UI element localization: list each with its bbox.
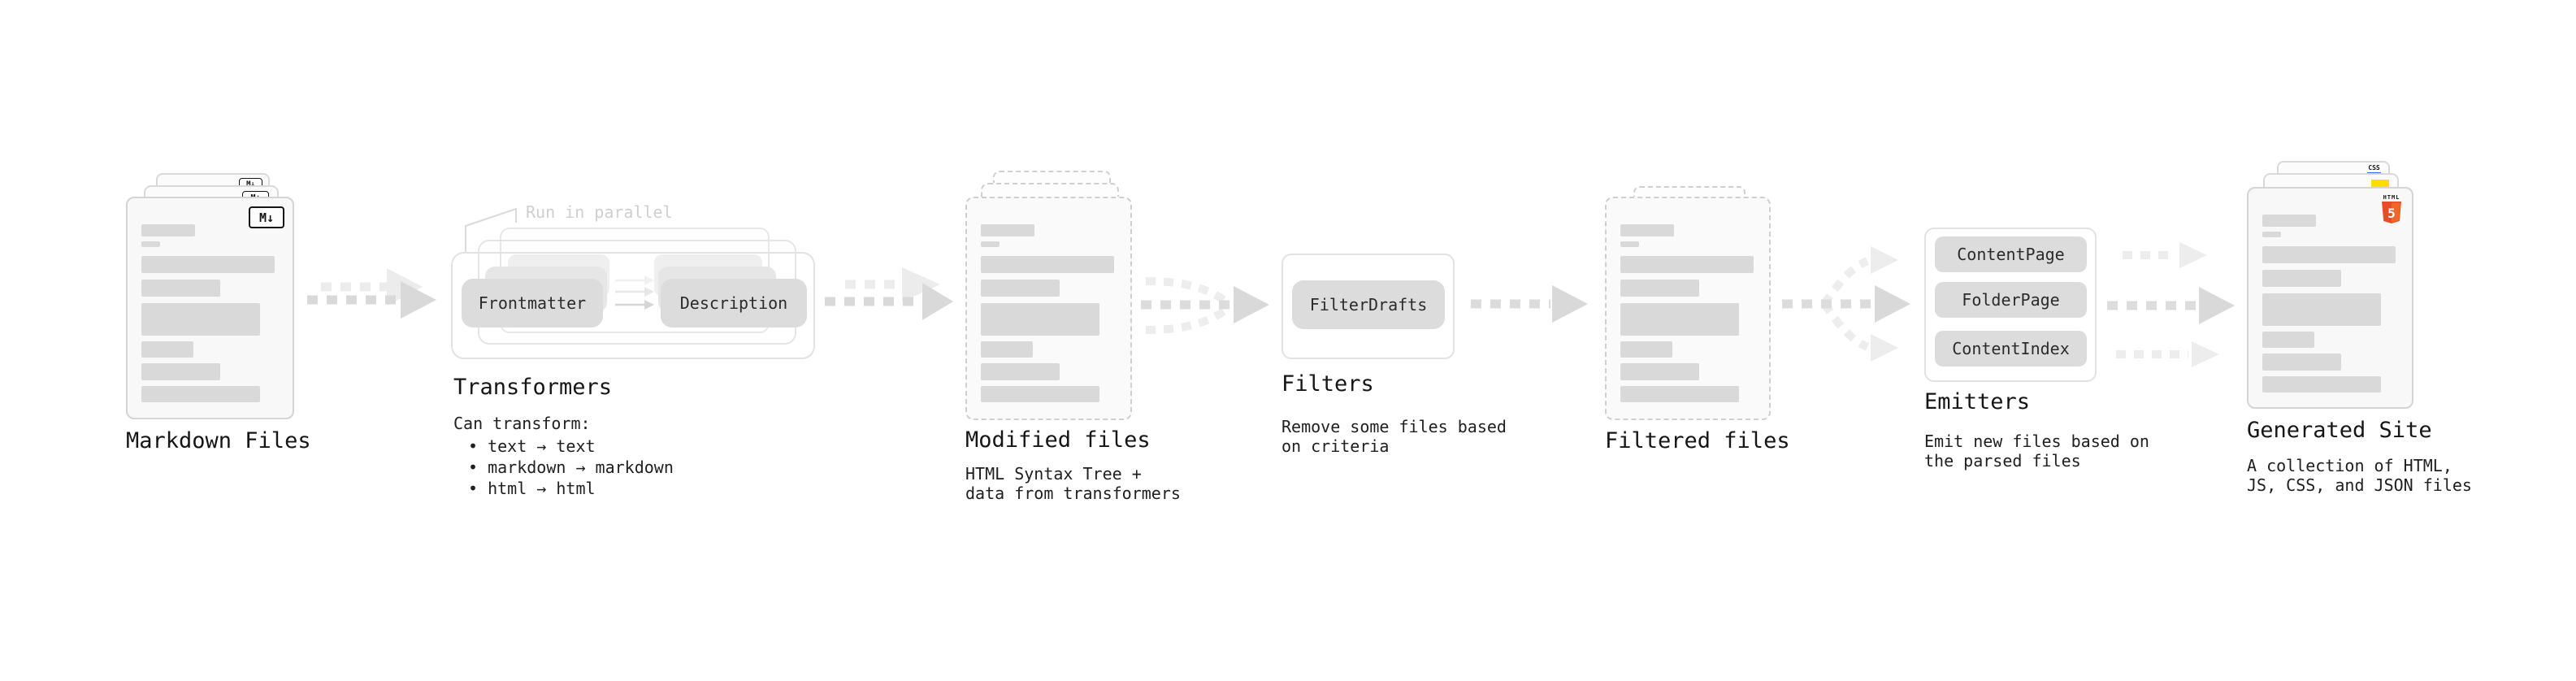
text-placeholder-bar xyxy=(1620,303,1739,336)
text-placeholder-bar xyxy=(1620,363,1699,380)
filtered-file-card xyxy=(1605,197,1771,420)
text-placeholder-bar xyxy=(981,363,1060,380)
markdown-files-label: Markdown Files xyxy=(126,428,311,453)
text-placeholder-bar xyxy=(2262,376,2381,393)
filtered-files-label: Filtered files xyxy=(1605,428,1790,453)
generated-site-subtitle: A collection of HTML, JS, CSS, and JSON … xyxy=(2247,456,2472,495)
text-placeholder-bar xyxy=(981,341,1033,358)
text-placeholder-bar xyxy=(141,363,220,380)
text-placeholder-bar xyxy=(981,256,1114,273)
emitters-label: Emitters xyxy=(1924,389,2031,414)
transformers-subtitle: Can transform: xyxy=(453,414,591,433)
text-placeholder-bar xyxy=(981,241,1000,247)
generated-site-label: Generated Site xyxy=(2247,418,2432,443)
modified-file-card xyxy=(965,197,1132,420)
filters-label: Filters xyxy=(1281,371,1374,397)
text-placeholder-bar xyxy=(2262,293,2381,326)
text-placeholder-bar xyxy=(981,386,1099,402)
text-placeholder-bar xyxy=(1620,386,1739,402)
run-in-parallel-leader-line xyxy=(465,207,517,252)
text-placeholder-bar xyxy=(2262,232,2281,237)
folderpage-box: FolderPage xyxy=(1935,282,2087,318)
transformers-label: Transformers xyxy=(453,375,613,400)
flow-arrow-transformers-to-modified xyxy=(825,267,953,320)
text-placeholder-bar xyxy=(141,303,260,336)
frontmatter-box: Frontmatter xyxy=(462,279,603,327)
bullet-item: html → html xyxy=(457,478,674,499)
contentpage-box: ContentPage xyxy=(1935,236,2087,272)
text-placeholder-bar xyxy=(981,303,1099,336)
transformers-bullet-list: text → text markdown → markdown html → h… xyxy=(457,436,674,499)
filterdrafts-box: FilterDrafts xyxy=(1292,280,1445,329)
text-placeholder-bar xyxy=(1620,280,1699,297)
modified-files-subtitle: HTML Syntax Tree + data from transformer… xyxy=(965,464,1181,503)
description-box: Description xyxy=(661,279,807,327)
text-placeholder-bar xyxy=(2262,270,2341,287)
text-placeholder-bar xyxy=(141,280,220,297)
text-placeholder-bar xyxy=(141,241,160,247)
text-placeholder-bar xyxy=(141,224,195,236)
generated-file-card: HTML 5 xyxy=(2247,187,2413,409)
text-placeholder-bar xyxy=(2262,246,2396,263)
modified-files-label: Modified files xyxy=(965,427,1151,453)
text-placeholder-bar xyxy=(1620,341,1672,358)
text-placeholder-bar xyxy=(141,256,275,273)
text-placeholder-bar xyxy=(1620,256,1754,273)
run-in-parallel-note: Run in parallel xyxy=(526,202,673,222)
markdown-icon: M↓ xyxy=(249,206,284,228)
text-placeholder-bar xyxy=(141,341,193,358)
text-placeholder-bar xyxy=(2262,354,2341,371)
transformers-outer-box xyxy=(451,252,815,359)
html5-icon: HTML 5 xyxy=(2381,194,2402,224)
text-placeholder-bar xyxy=(2262,215,2316,227)
emitters-subtitle: Emit new files based on the parsed files xyxy=(1924,432,2149,471)
flow-arrow-filtered-to-emitters xyxy=(1782,246,1910,362)
text-placeholder-bar xyxy=(2262,332,2314,348)
bullet-item: markdown → markdown xyxy=(457,457,674,478)
flow-arrow-modified-to-filters xyxy=(1141,277,1269,334)
flow-arrow-filters-to-filtered xyxy=(1471,285,1588,323)
filters-subtitle: Remove some files based on criteria xyxy=(1281,417,1507,456)
parallel-arrows-icon xyxy=(615,275,654,310)
text-placeholder-bar xyxy=(1620,241,1639,247)
text-placeholder-bar xyxy=(1620,224,1674,236)
text-placeholder-bar xyxy=(981,280,1060,297)
flow-arrow-markdown-to-transformers xyxy=(307,268,436,319)
contentindex-box: ContentIndex xyxy=(1935,331,2087,367)
flow-arrow-emitters-to-generated xyxy=(2107,242,2235,367)
text-placeholder-bar xyxy=(981,224,1034,236)
svg-text:5: 5 xyxy=(2387,206,2396,221)
bullet-item: text → text xyxy=(457,436,674,457)
text-placeholder-bar xyxy=(141,386,260,402)
markdown-file-card: M↓ xyxy=(126,197,294,419)
